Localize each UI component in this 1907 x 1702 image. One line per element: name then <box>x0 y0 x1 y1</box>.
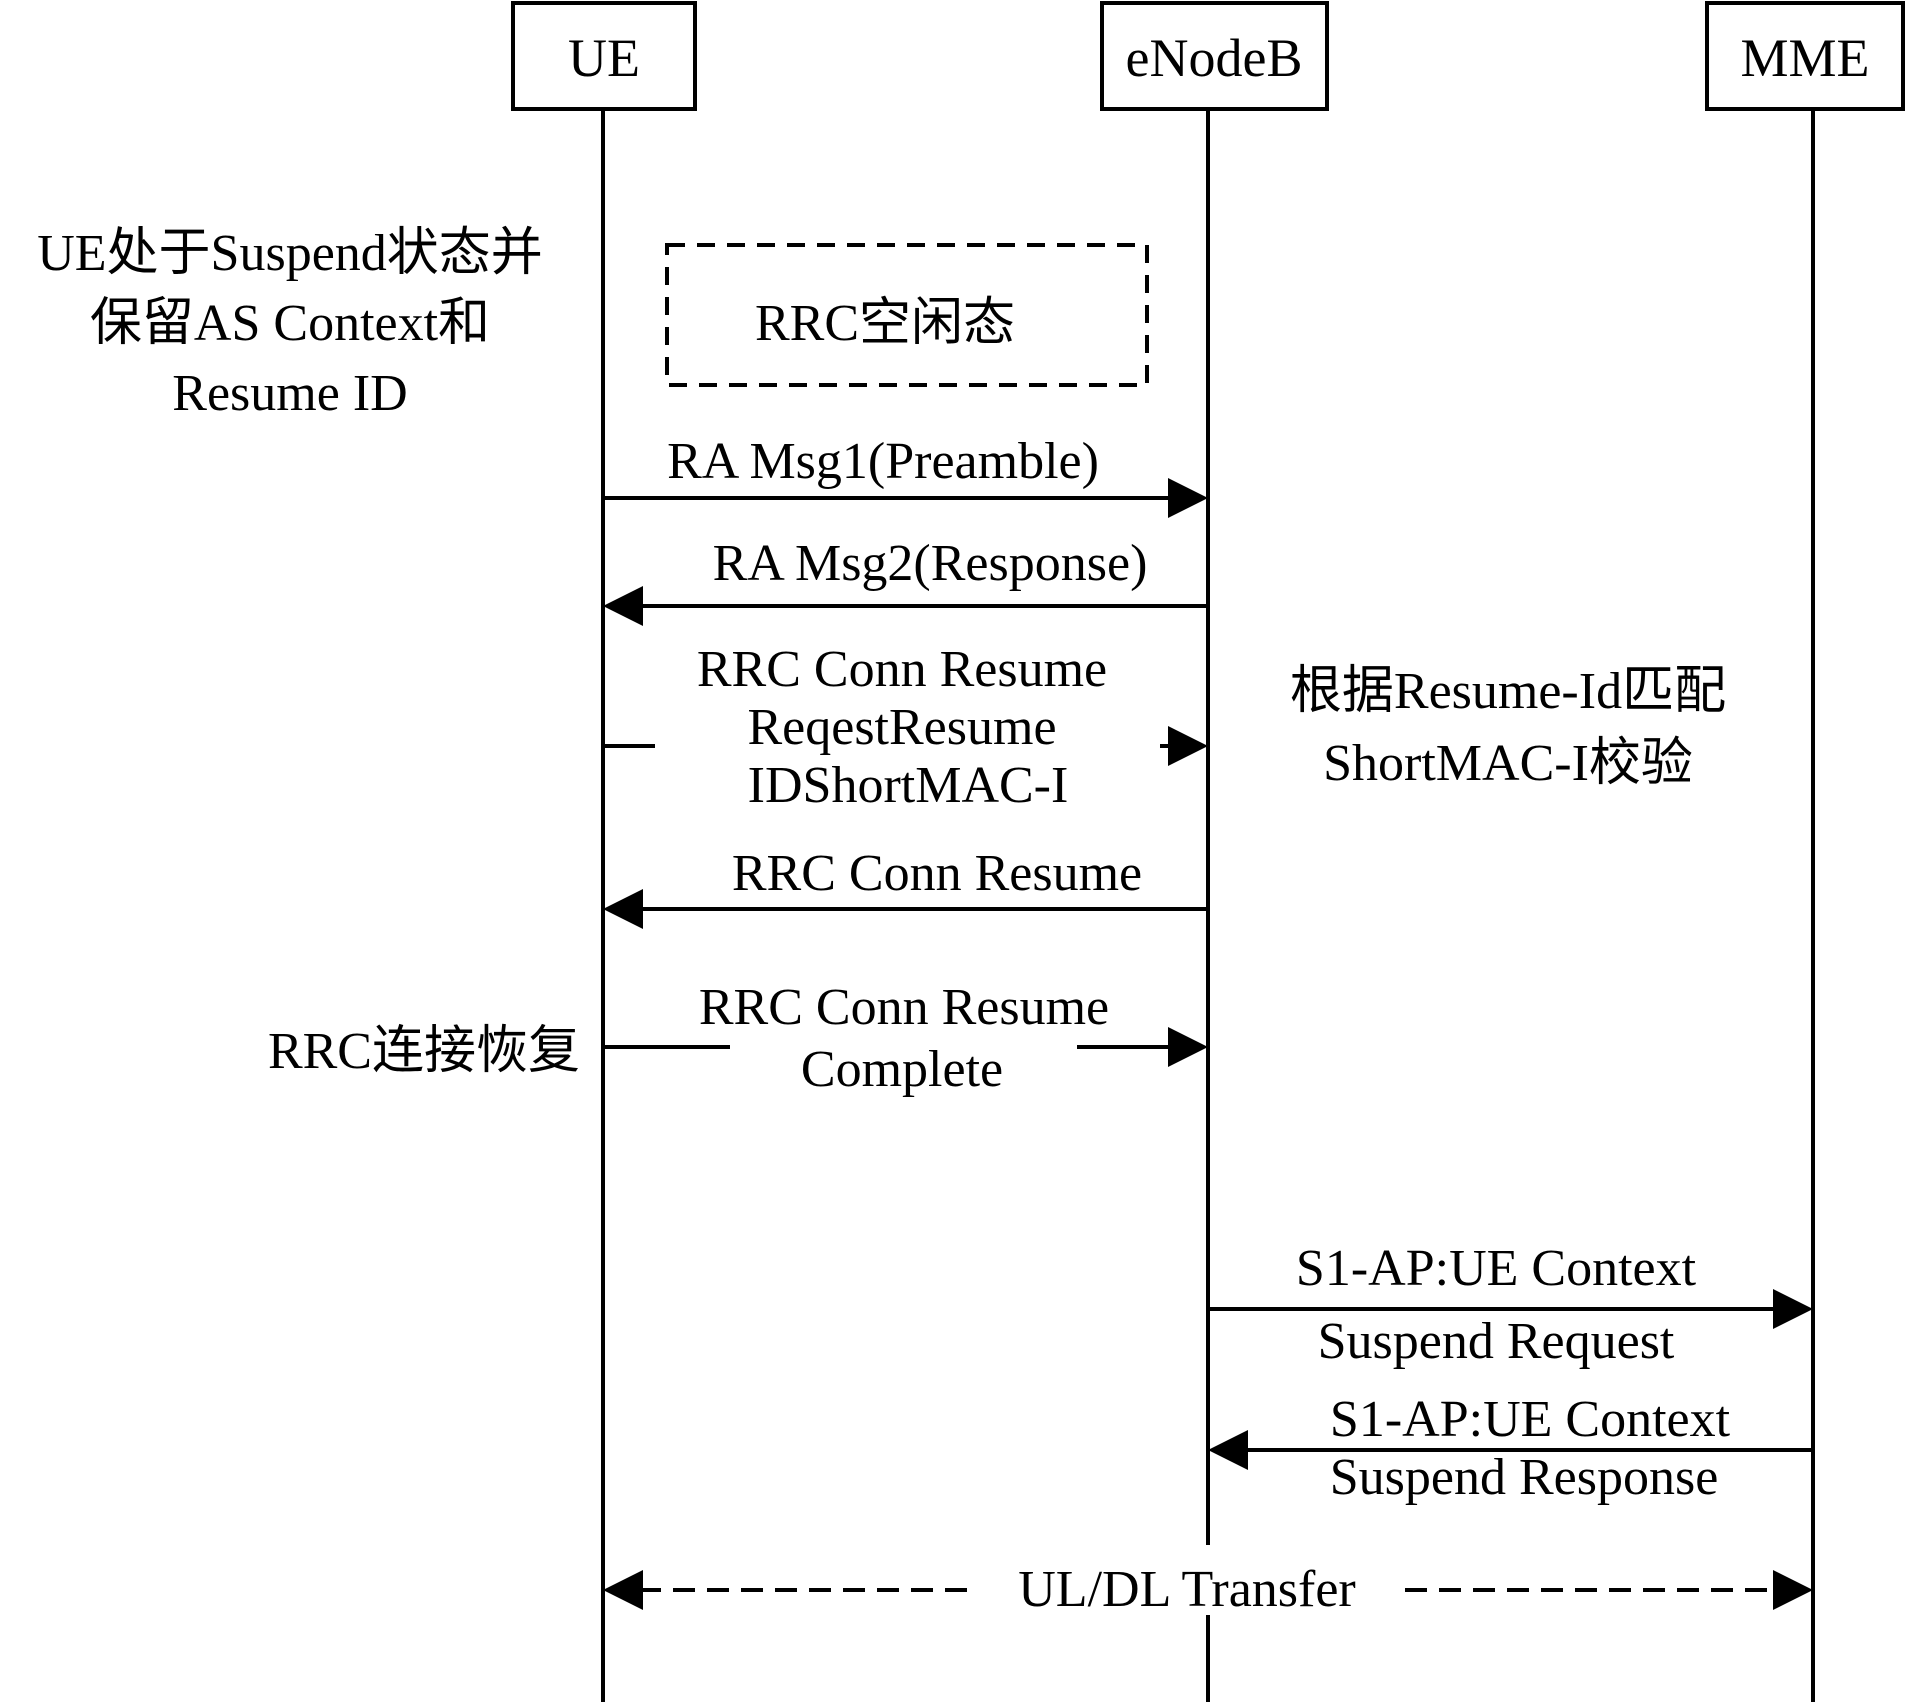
arrowhead-left <box>1208 1430 1248 1470</box>
note-enodeb-check: 根据Resume-Id匹配 ShortMAC-I校验 <box>1290 663 1726 792</box>
message-msg6-line1: S1-AP:UE Context <box>1296 1240 1697 1297</box>
message-msg1: RA Msg1(Preamble) <box>603 433 1208 518</box>
actor-mme-label: MME <box>1740 28 1869 88</box>
actor-ue: UE <box>511 1 697 111</box>
arrowhead-right <box>1168 1027 1208 1067</box>
arrowhead-left <box>603 1570 643 1610</box>
message-msg8-label: UL/DL Transfer <box>1018 1561 1356 1618</box>
note-ue-state-line2: 保留AS Context和 <box>90 295 490 352</box>
arrowhead-left <box>603 586 643 626</box>
message-msg3-line3: IDShortMAC-I <box>748 757 1069 814</box>
message-msg4-label: RRC Conn Resume <box>732 845 1142 902</box>
actor-mme: MME <box>1705 1 1905 111</box>
note-rrc-restore: RRC连接恢复 <box>268 1023 580 1080</box>
message-msg5-line1: RRC Conn Resume <box>699 979 1109 1036</box>
arrowhead-right <box>1773 1570 1813 1610</box>
arrowhead-right <box>1168 726 1208 766</box>
arrowhead-left <box>603 889 643 929</box>
message-msg6-line2: Suspend Request <box>1318 1313 1675 1370</box>
note-ue-state-line3: Resume ID <box>172 365 407 422</box>
actor-enodeb-label: eNodeB <box>1126 28 1303 88</box>
message-msg5-line2: Complete <box>801 1041 1003 1098</box>
actor-ue-label: UE <box>568 28 640 88</box>
message-msg4: RRC Conn Resume <box>603 845 1208 929</box>
note-enodeb-check-line2: ShortMAC-I校验 <box>1323 735 1693 792</box>
note-ue-state-line1: UE处于Suspend状态并 <box>37 225 543 282</box>
message-msg7: S1-AP:UE Context Suspend Response <box>1208 1391 1813 1506</box>
message-msg6: S1-AP:UE Context Suspend Request <box>1208 1240 1813 1370</box>
message-msg5: RRC Conn Resume Complete <box>603 979 1208 1098</box>
message-msg8: UL/DL Transfer <box>603 1545 1813 1618</box>
arrowhead-right <box>1168 478 1208 518</box>
message-msg3-line1: RRC Conn Resume <box>697 641 1107 698</box>
actor-enodeb: eNodeB <box>1100 1 1329 111</box>
message-msg3-line2: ReqestResume <box>747 699 1056 756</box>
arrowhead-right <box>1773 1289 1813 1329</box>
message-msg2-label: RA Msg2(Response) <box>713 535 1148 592</box>
message-msg1-label: RA Msg1(Preamble) <box>667 433 1099 490</box>
message-msg3: RRC Conn Resume ReqestResume IDShortMAC-… <box>603 641 1208 814</box>
message-msg2: RA Msg2(Response) <box>603 535 1208 626</box>
note-enodeb-check-line1: 根据Resume-Id匹配 <box>1290 663 1726 720</box>
note-ue-state: UE处于Suspend状态并 保留AS Context和 Resume ID <box>37 225 543 422</box>
rrc-idle-label: RRC空闲态 <box>755 295 1015 352</box>
message-msg7-line1: S1-AP:UE Context <box>1330 1391 1731 1448</box>
message-msg7-line2: Suspend Response <box>1330 1449 1719 1506</box>
rrc-idle-box: RRC空闲态 <box>665 243 1149 387</box>
